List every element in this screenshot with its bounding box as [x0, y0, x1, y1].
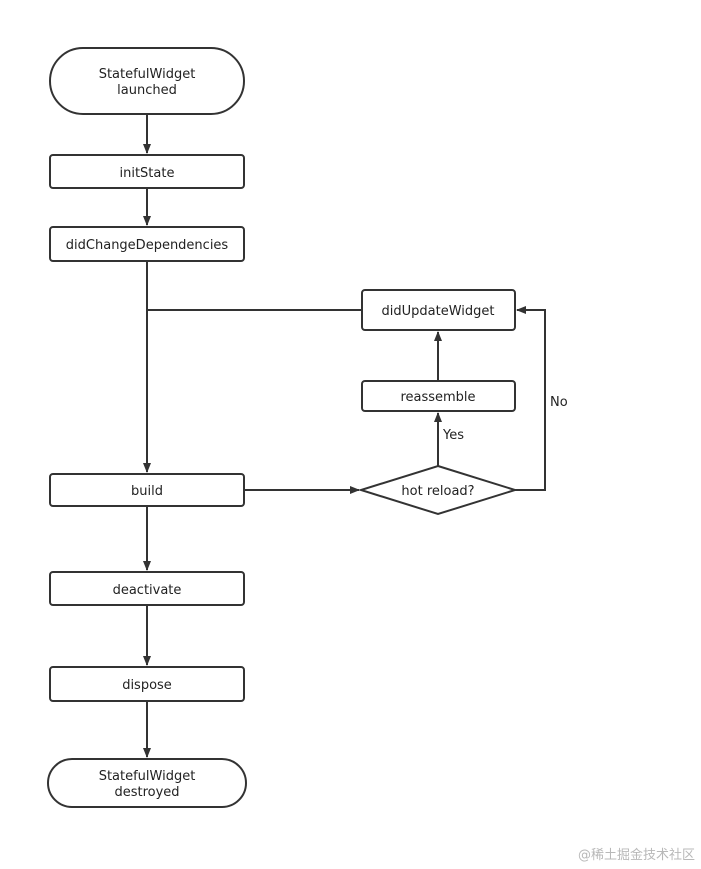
edge-hotreload-no-to-didupdatewidget	[515, 306, 546, 491]
no-edge-label: No	[550, 395, 568, 410]
edge-labels: Yes No	[442, 395, 568, 443]
end-label-line1: StatefulWidget	[99, 769, 196, 784]
hotreload-decision	[357, 464, 519, 516]
node-labels: StatefulWidget launched initState didCha…	[66, 67, 495, 800]
dispose-label: dispose	[122, 678, 172, 693]
edges	[143, 114, 546, 758]
didupdatewidget-label: didUpdateWidget	[382, 304, 495, 319]
deactivate-label: deactivate	[113, 583, 182, 598]
reassemble-box	[361, 380, 516, 412]
didupdatewidget-box	[361, 289, 516, 331]
start-terminator	[49, 47, 245, 115]
watermark: @稀土掘金技术社区	[577, 848, 695, 863]
build-box	[49, 473, 245, 507]
hotreload-label: hot reload?	[401, 484, 474, 499]
didchangedependencies-label: didChangeDependencies	[66, 238, 229, 253]
end-terminator	[47, 758, 247, 808]
deactivate-box	[49, 571, 245, 606]
start-label-line2: launched	[117, 83, 177, 98]
didchangedependencies-box	[49, 226, 245, 262]
initstate-box	[49, 154, 245, 189]
start-label-line1: StatefulWidget	[99, 67, 196, 82]
reassemble-label: reassemble	[400, 390, 475, 405]
nodes	[47, 47, 519, 808]
dispose-box	[49, 666, 245, 702]
build-label: build	[131, 484, 163, 499]
end-label-line2: destroyed	[114, 785, 179, 800]
yes-edge-label: Yes	[442, 428, 464, 443]
initstate-label: initState	[120, 166, 175, 181]
